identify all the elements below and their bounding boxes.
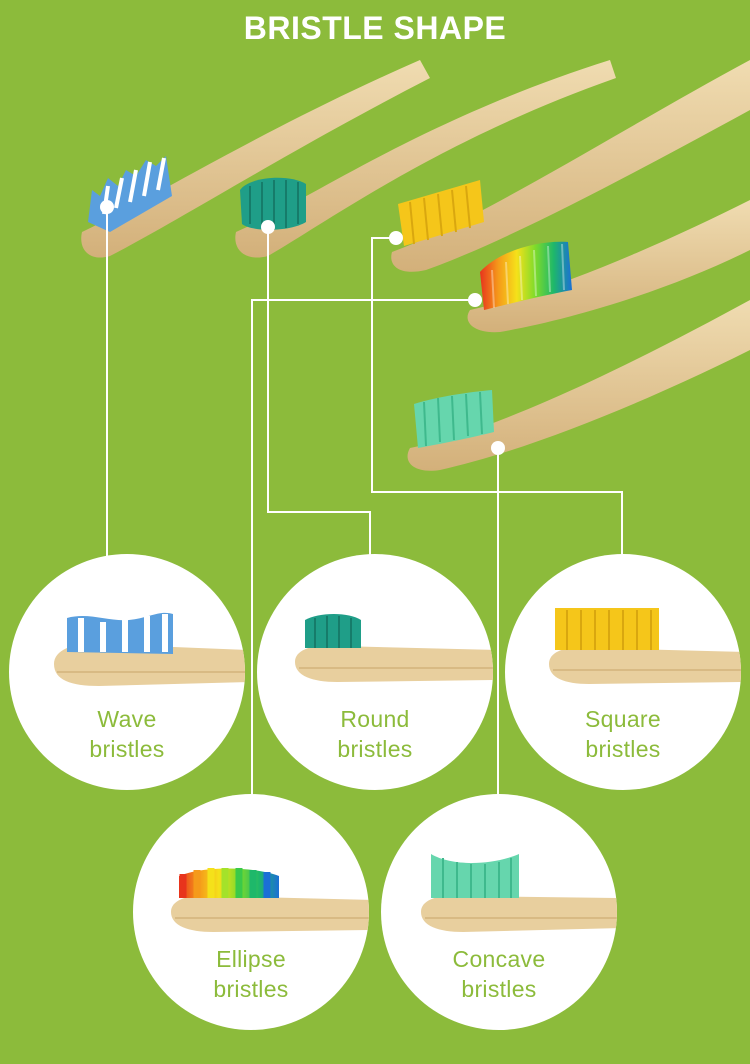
ellipse-label: Ellipse bristles (213, 946, 289, 1002)
connector-square (371, 237, 623, 556)
circle-ellipse-bristles: Ellipse bristles (133, 794, 369, 1030)
circle-square-bristles: Square bristles (505, 554, 741, 790)
page-title: BRISTLE SHAPE (243, 10, 507, 46)
toothbrush-ellipse (467, 200, 750, 333)
concave-label: Concave bristles (452, 946, 546, 1002)
round-label: Round bristles (337, 706, 413, 762)
toothbrush-concave (407, 300, 750, 471)
wave-bristle-closeup (54, 612, 245, 686)
connector-dots (100, 200, 505, 455)
connector-ellipse (251, 299, 475, 798)
connector-round (267, 227, 371, 556)
square-bristle-closeup (549, 608, 741, 684)
circle-concave-bristles: Concave bristles (381, 794, 617, 1030)
square-label: Square bristles (585, 706, 661, 762)
round-bristle-closeup (295, 614, 493, 682)
toothbrush-square (391, 60, 750, 272)
wave-label: Wave bristles (89, 706, 165, 762)
toothbrush-round (235, 60, 616, 258)
connector-lines (106, 207, 623, 798)
circle-wave-bristles: Wave bristles (9, 554, 245, 790)
ellipse-bristle-closeup (171, 868, 369, 932)
concave-bristle-closeup (421, 854, 617, 932)
circle-round-bristles: Round bristles (257, 554, 493, 790)
